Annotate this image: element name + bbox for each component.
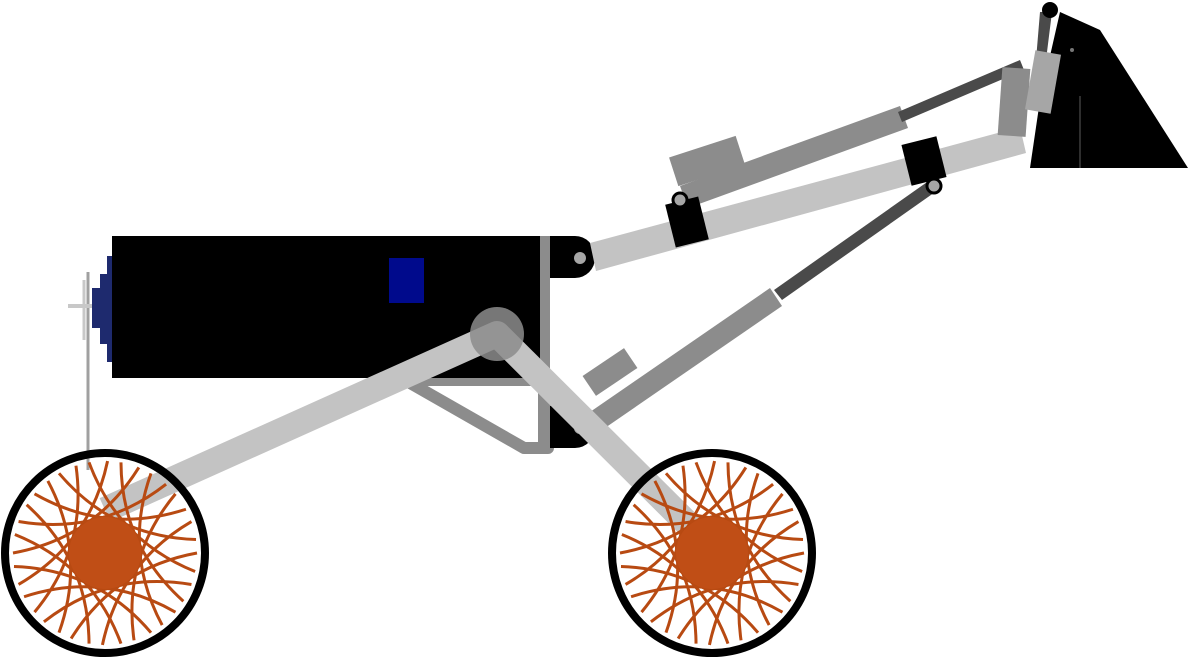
upper-pivot-pin bbox=[574, 252, 586, 264]
rear-end-plate bbox=[92, 256, 115, 362]
front-wheel bbox=[608, 449, 816, 657]
bucket bbox=[1030, 2, 1188, 168]
upper-pivot-bracket bbox=[550, 236, 595, 278]
lower-link-cylinder bbox=[582, 180, 938, 430]
wheel-rim bbox=[608, 449, 816, 657]
window-panel bbox=[389, 258, 424, 303]
boom-lift-cylinder bbox=[669, 60, 1024, 208]
wheel-hub bbox=[69, 517, 141, 589]
wheel-hub bbox=[676, 517, 748, 589]
boom-clamp-left bbox=[665, 191, 709, 248]
boom-clamp-right bbox=[901, 136, 947, 195]
rocker-pivot bbox=[470, 307, 524, 361]
link-rod bbox=[1036, 12, 1052, 60]
tilt-cylinder bbox=[997, 50, 1062, 137]
wheel-rim bbox=[1, 449, 209, 657]
rear-wheel bbox=[1, 449, 209, 657]
